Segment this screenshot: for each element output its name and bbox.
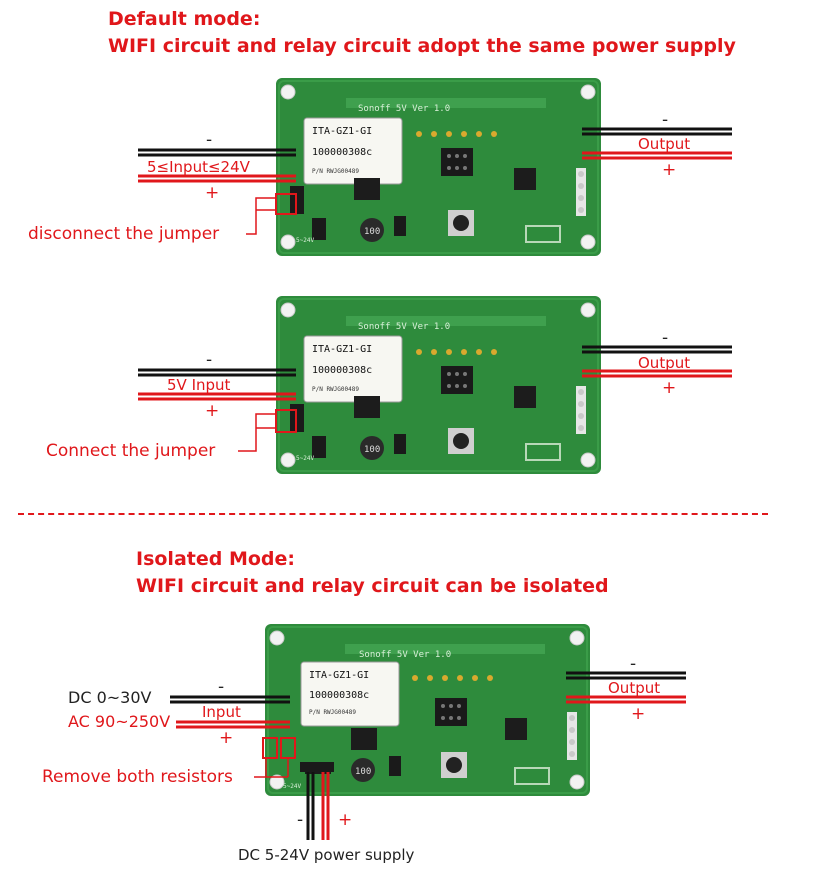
inductor-label: 100	[355, 767, 371, 777]
module-line-1: ITA-GZ1-GI	[312, 344, 372, 355]
input-plus-sign-3: +	[219, 728, 234, 748]
module-line-2: 100000308c	[309, 690, 369, 701]
output-plus-sign-1: +	[662, 160, 677, 180]
output-plus-sign-2: +	[662, 378, 677, 398]
board-marking: 5~24V	[296, 237, 314, 244]
input-minus-sign-2: -	[206, 350, 213, 370]
module-line-3: P/N RWJG00489	[312, 386, 359, 393]
supply-label: DC 5-24V power supply	[238, 846, 415, 864]
resistor-highlight-left	[262, 737, 278, 759]
output-label-3: Output	[608, 679, 661, 697]
input-range-label-1: 5≤Input≤24V	[147, 158, 250, 176]
input-plus-sign-1: +	[205, 183, 220, 203]
board-title: Sonoff 5V Ver 1.0	[358, 104, 450, 114]
resistor-label: Remove both resistors	[42, 767, 233, 787]
module-line-1: ITA-GZ1-GI	[309, 670, 369, 681]
resistor-highlight-right	[280, 737, 296, 759]
module-line-2: 100000308c	[312, 147, 372, 158]
jumper-label-1: disconnect the jumper	[28, 224, 220, 244]
section1-title: Default mode:	[108, 8, 261, 30]
pcb-board-1: Sonoff 5V Ver 1.0 ITA-GZ1-GI 100000308c …	[276, 78, 601, 256]
input-label-3: Input	[202, 703, 241, 721]
output-minus-sign-2: -	[662, 328, 669, 348]
section1-subtitle: WIFI circuit and relay circuit adopt the…	[108, 35, 736, 57]
output-minus-sign-3: -	[630, 654, 637, 674]
module-line-2: 100000308c	[312, 365, 372, 376]
jumper-highlight-1	[275, 193, 297, 215]
module-line-3: P/N RWJG00489	[312, 168, 359, 175]
dc-range-label: DC 0~30V	[68, 688, 152, 707]
section2-title: Isolated Mode:	[136, 548, 295, 570]
inductor-label: 100	[364, 445, 380, 455]
inductor-label: 100	[364, 227, 380, 237]
section-divider	[18, 513, 768, 515]
supply-plus-sign: +	[338, 810, 353, 830]
input-label-2: 5V Input	[167, 376, 231, 394]
supply-minus-sign: -	[297, 810, 304, 830]
output-label-2: Output	[638, 354, 691, 372]
output-plus-sign-3: +	[631, 704, 646, 724]
output-minus-sign-1: -	[662, 110, 669, 130]
input-minus-sign-1: -	[206, 130, 213, 150]
board-title: Sonoff 5V Ver 1.0	[359, 650, 451, 660]
output-label-1: Output	[638, 135, 691, 153]
section2-subtitle: WIFI circuit and relay circuit can be is…	[136, 575, 609, 597]
pcb-board-3: Sonoff 5V Ver 1.0 ITA-GZ1-GI 100000308c …	[265, 624, 590, 796]
ac-range-label: AC 90~250V	[68, 712, 171, 731]
jumper-label-2: Connect the jumper	[46, 441, 216, 461]
board-marking: 5~24V	[283, 783, 301, 790]
module-line-1: ITA-GZ1-GI	[312, 126, 372, 137]
jumper-highlight-2	[275, 409, 297, 433]
input-plus-sign-2: +	[205, 401, 220, 421]
input-minus-sign-3: -	[218, 677, 225, 697]
module-line-3: P/N RWJG00489	[309, 709, 356, 716]
board-title: Sonoff 5V Ver 1.0	[358, 322, 450, 332]
board-marking: 5~24V	[296, 455, 314, 462]
